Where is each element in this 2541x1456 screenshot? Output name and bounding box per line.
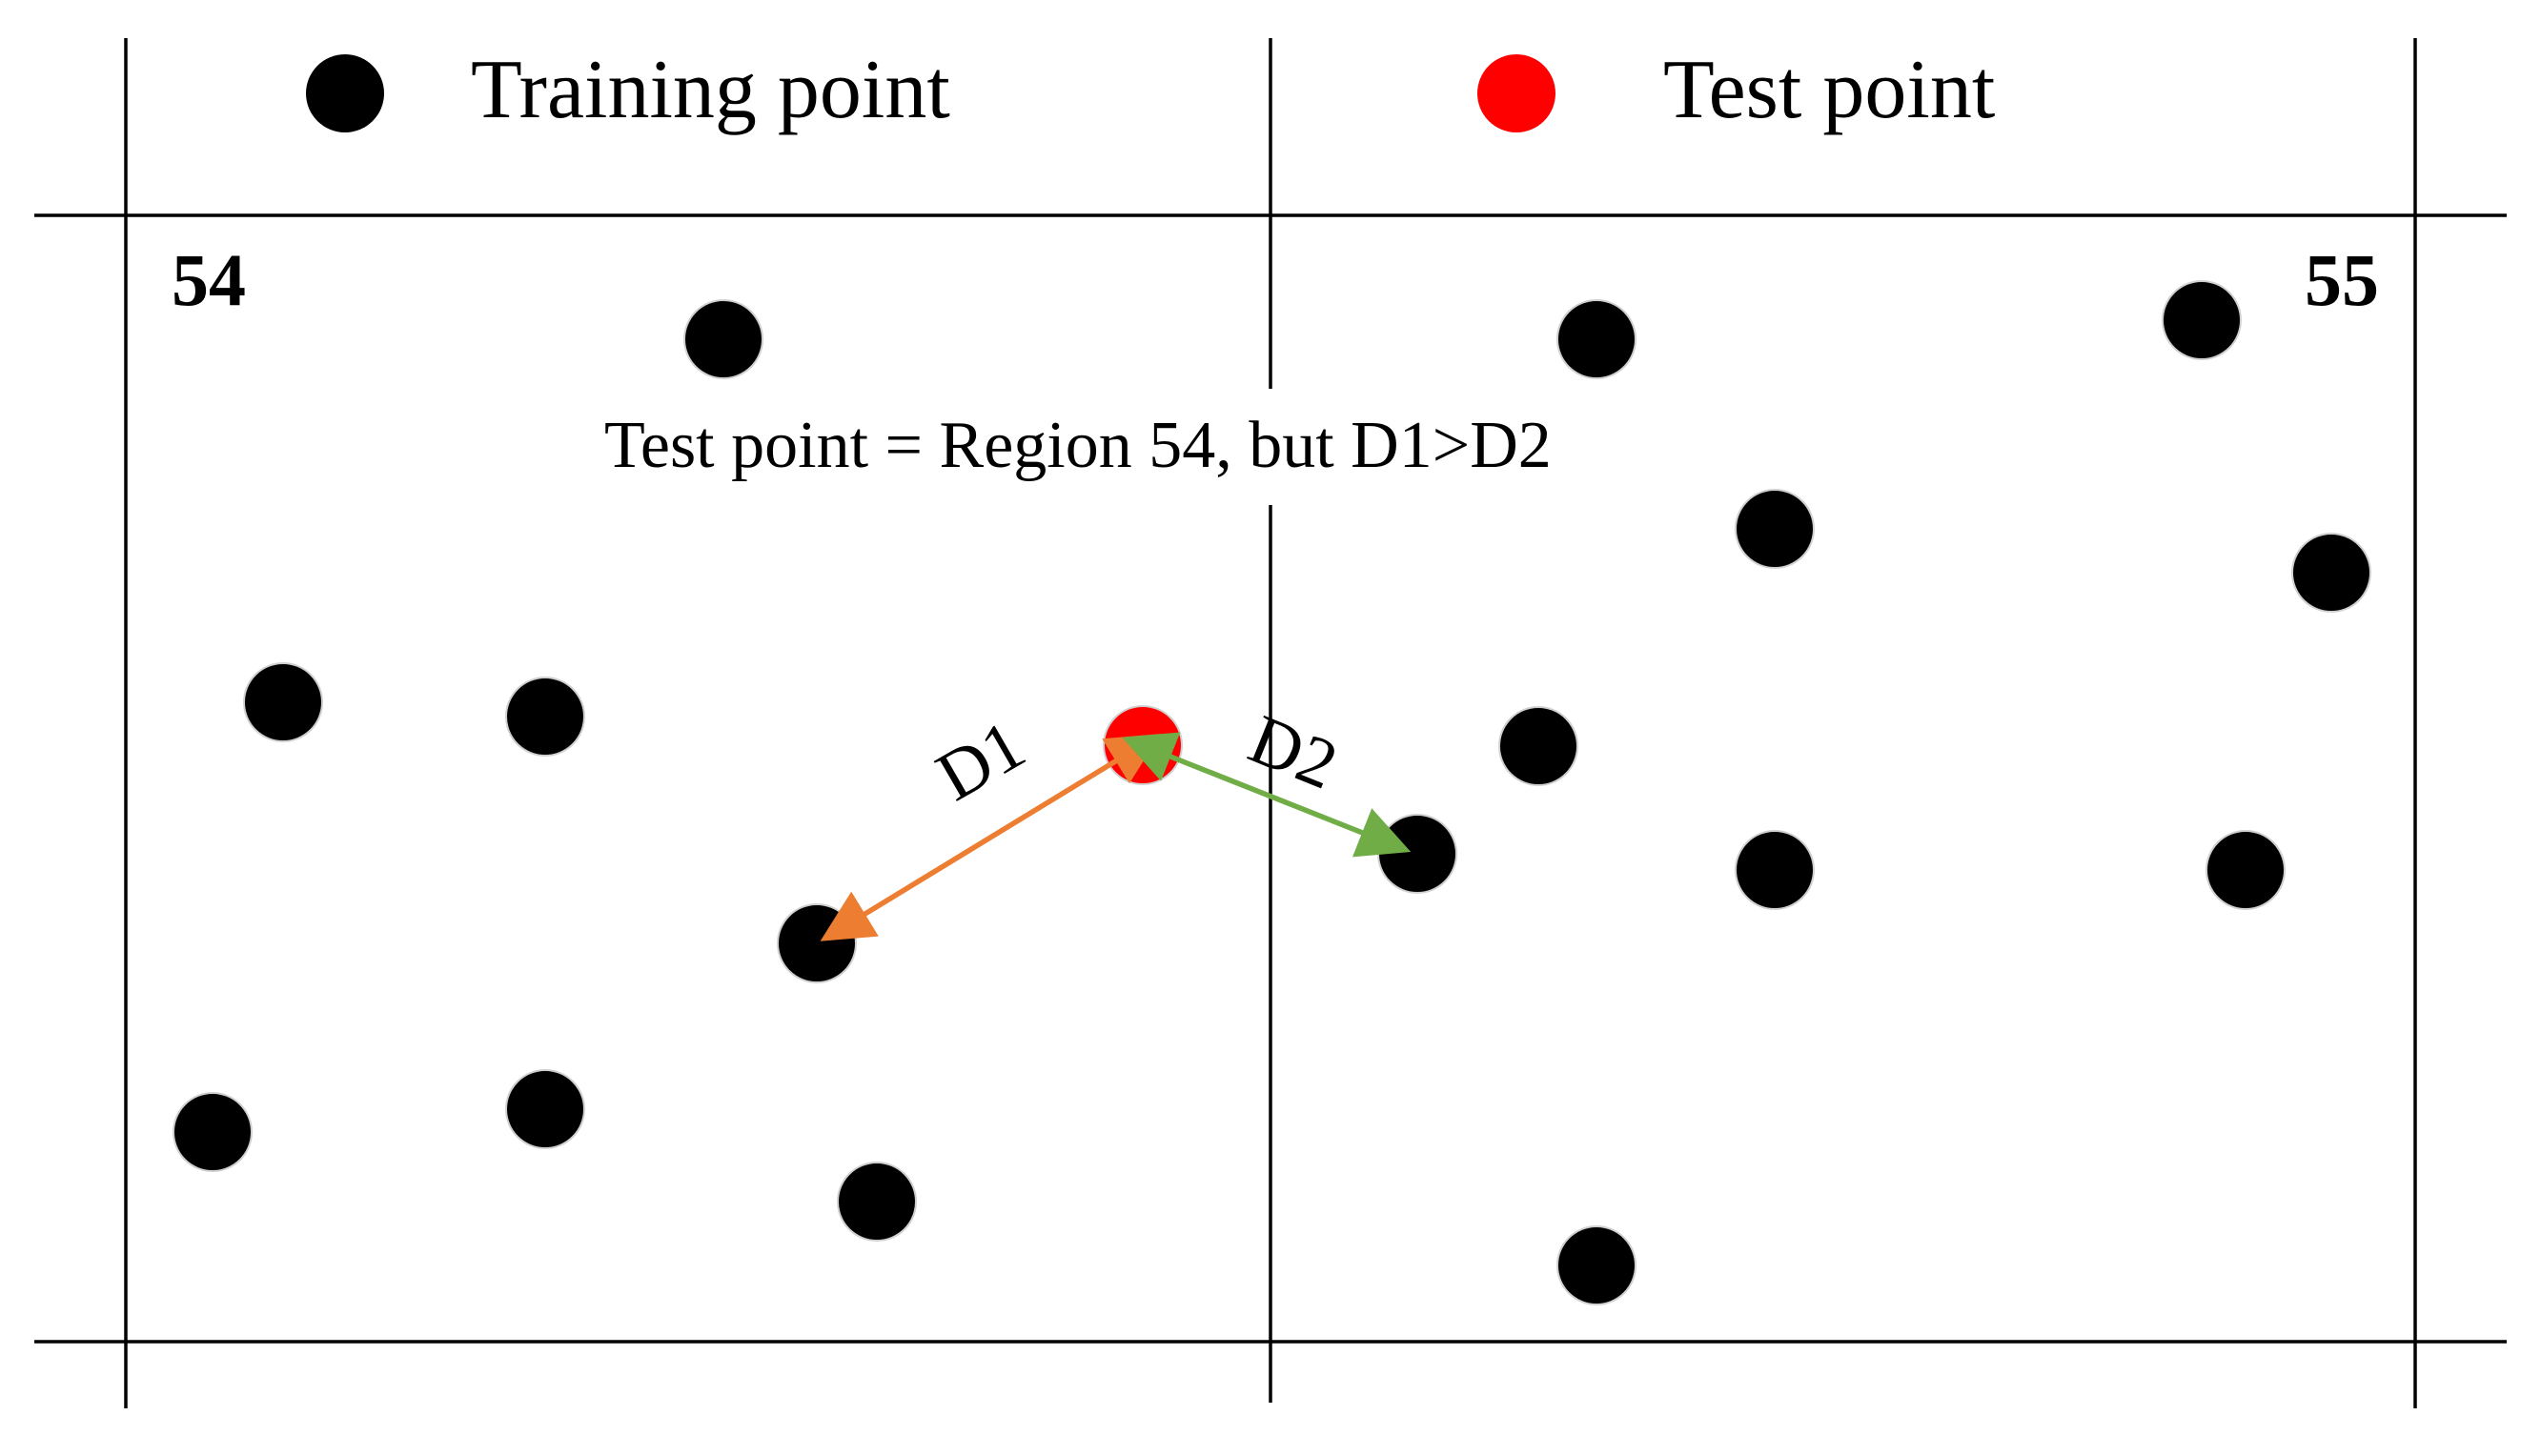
- training-point: [2291, 533, 2371, 613]
- test-point: [1103, 705, 1183, 785]
- training-point: [1377, 814, 1457, 894]
- d2-arrow: [1122, 732, 1412, 858]
- legend: Training point Test point: [306, 44, 1995, 136]
- legend-test-marker: [1477, 54, 1555, 132]
- d1-label: D1: [925, 705, 1038, 816]
- grid-lines: [34, 38, 2507, 1408]
- legend-training-label: Training point: [471, 44, 950, 136]
- d1-arrow: [820, 734, 1161, 941]
- training-point: [1556, 1225, 1636, 1305]
- region-label-55: 55: [2305, 238, 2379, 321]
- region-label-54: 54: [172, 238, 246, 321]
- training-point: [1498, 706, 1578, 786]
- training-point: [1735, 489, 1815, 569]
- legend-test-label: Test point: [1663, 44, 1995, 136]
- training-point: [505, 677, 585, 757]
- training-point: [1735, 830, 1815, 910]
- training-point: [837, 1162, 917, 1242]
- training-point: [173, 1092, 253, 1172]
- training-point: [243, 662, 323, 742]
- training-point: [2206, 830, 2286, 910]
- legend-training-marker: [306, 54, 384, 132]
- training-point: [1556, 299, 1636, 379]
- training-point: [2162, 280, 2242, 360]
- training-point: [505, 1069, 585, 1149]
- training-point: [683, 299, 763, 379]
- training-point: [777, 903, 857, 983]
- annotation-text: Test point = Region 54, but D1>D2: [604, 409, 1552, 482]
